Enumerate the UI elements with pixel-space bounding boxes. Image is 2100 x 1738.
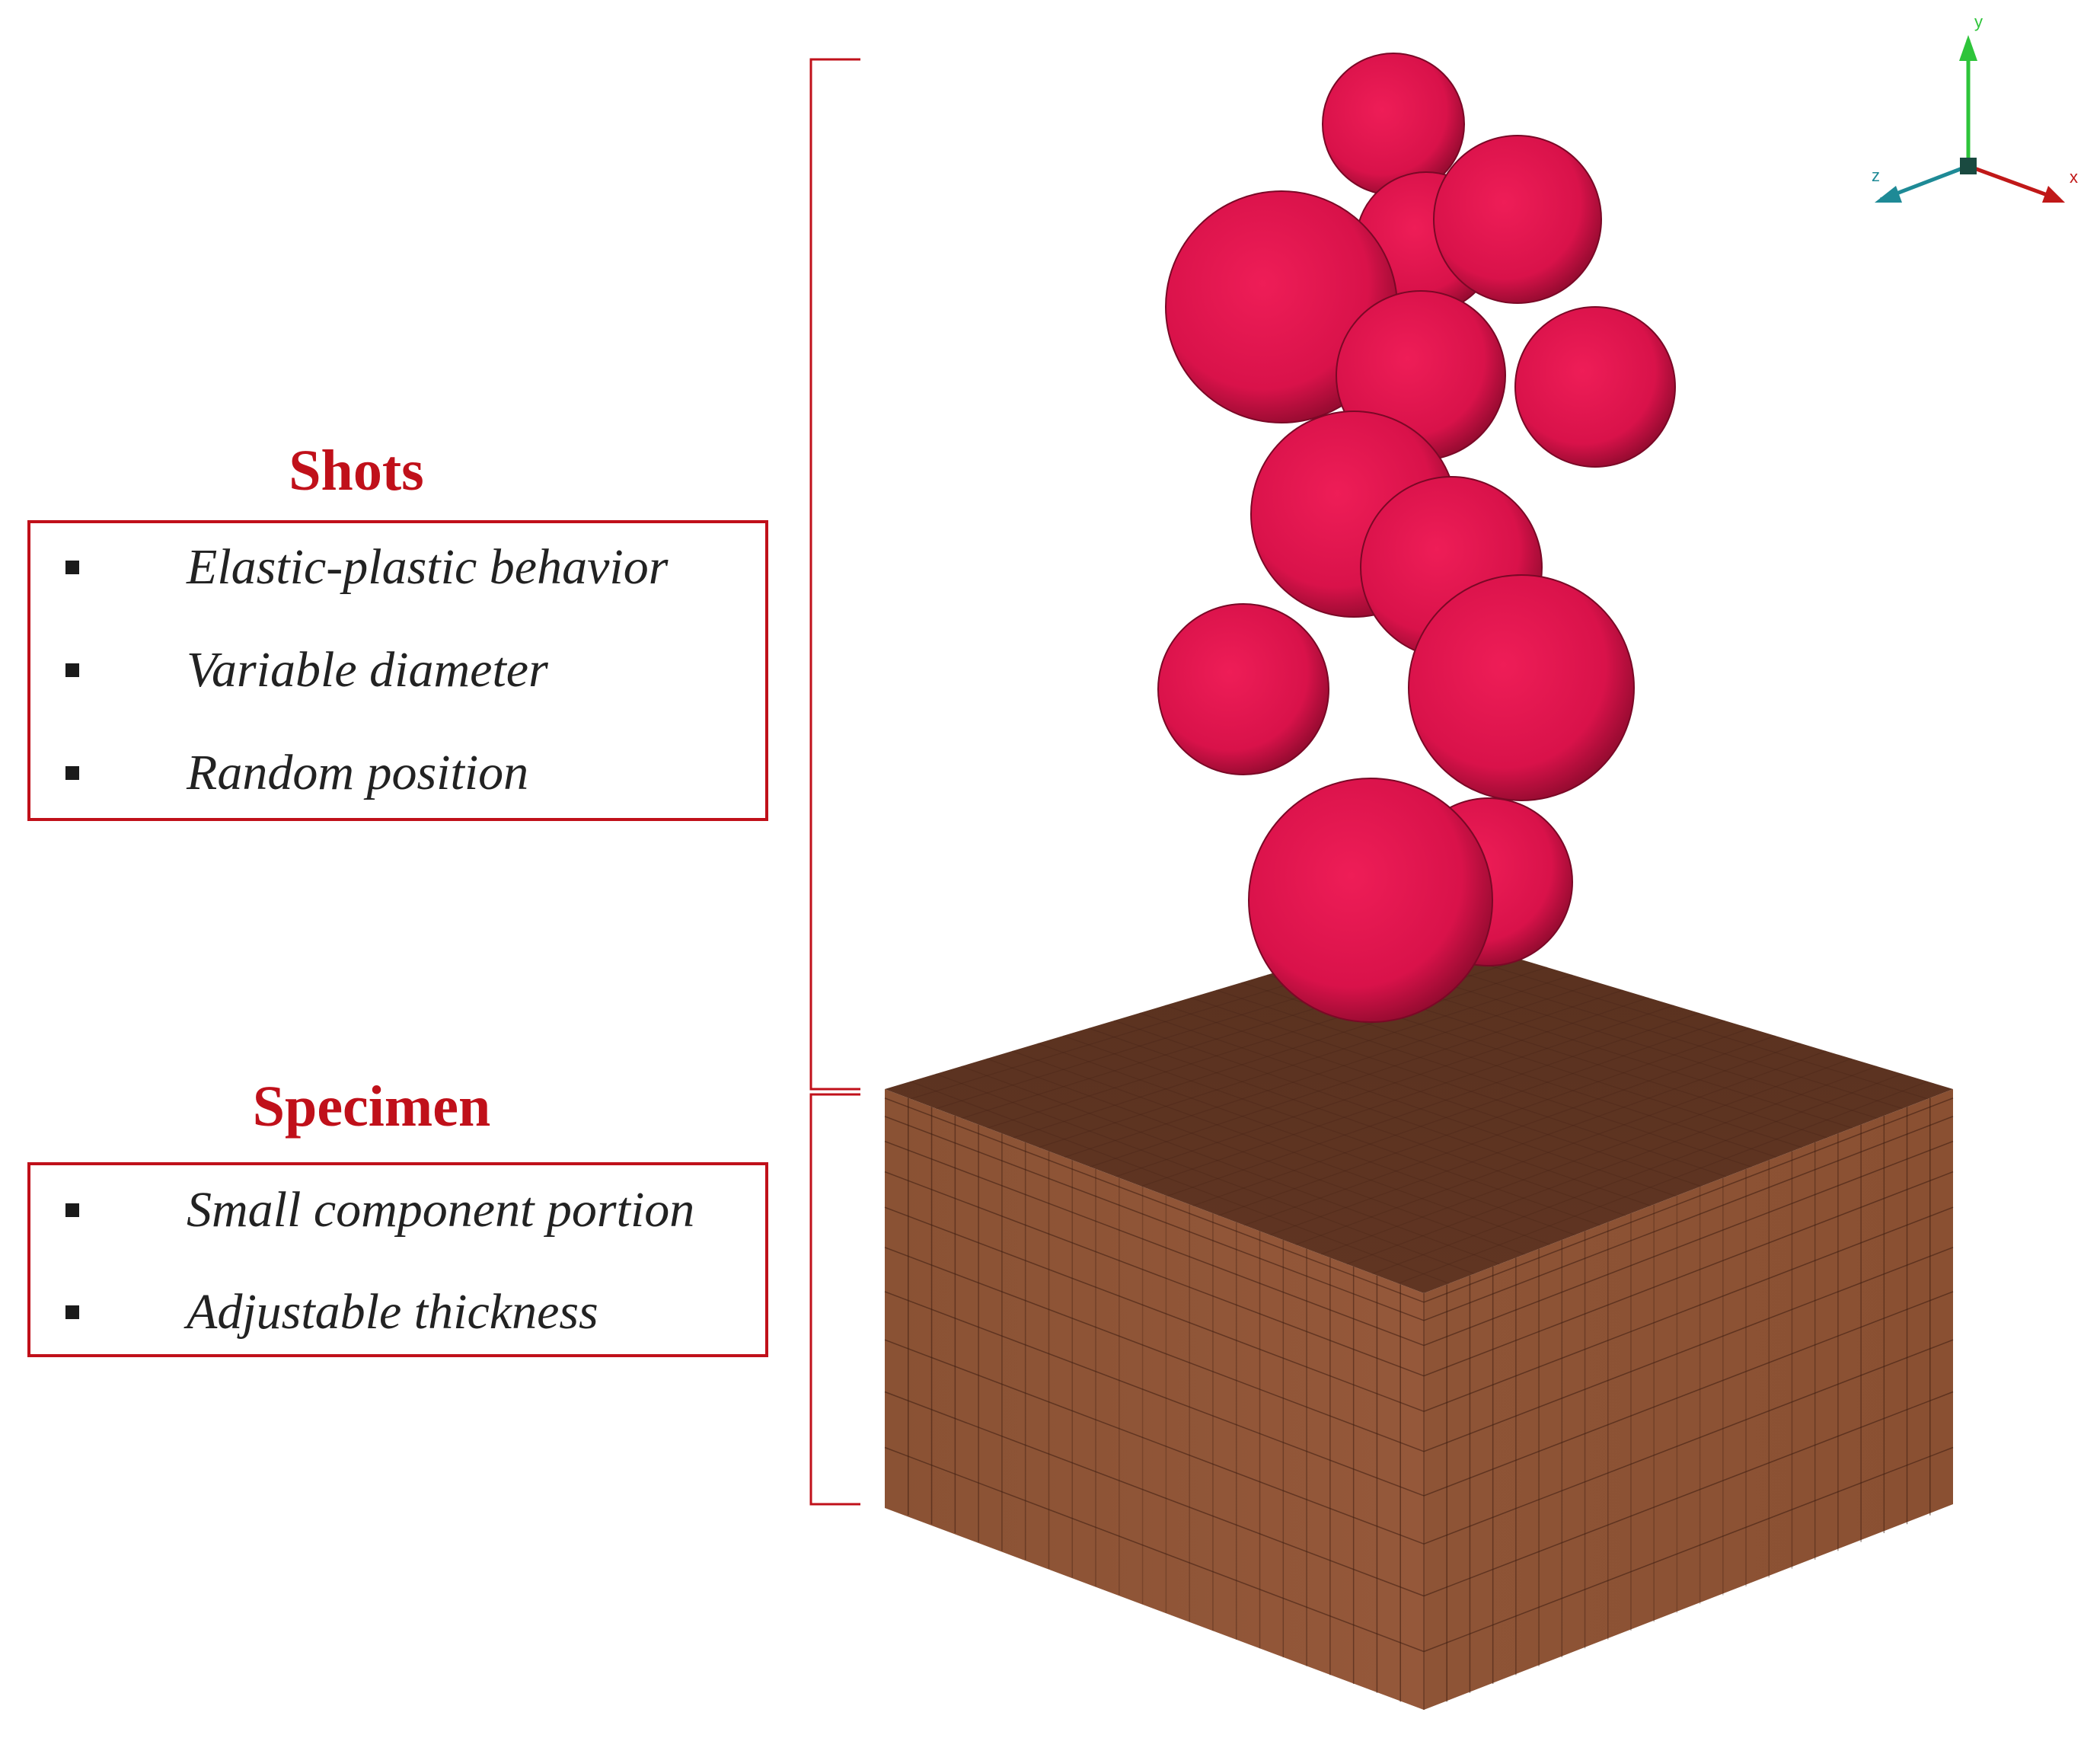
specimen-item-text: Small component portion [187, 1182, 695, 1238]
mesh-line [884, 1446, 1425, 1653]
mesh-line [1090, 989, 1623, 1168]
specimen-properties-panel: Small component portion Adjustable thick… [27, 1162, 768, 1357]
bracket-line [809, 1093, 860, 1506]
specimen-block [884, 929, 1954, 1710]
mesh-line [884, 1247, 1425, 1452]
bullet-square-icon [65, 766, 79, 780]
mesh-line [1295, 1050, 1827, 1245]
mesh-line [884, 1140, 1425, 1347]
mesh-line [1216, 989, 1752, 1168]
mesh-line [884, 1339, 1425, 1545]
axis-origin [1960, 158, 1977, 174]
shot-sphere [1157, 603, 1329, 775]
mesh-line [1423, 1140, 1954, 1347]
mesh-line [884, 1291, 1425, 1497]
mesh-line [1423, 1097, 1954, 1303]
axis-z-label: z [1872, 166, 1880, 185]
specimen-mesh [884, 936, 1954, 1710]
mesh-line [1088, 1027, 1626, 1216]
mesh-line [1423, 1339, 1954, 1545]
shots-item-text: Variable diameter [187, 642, 548, 698]
mesh-line [1165, 1005, 1702, 1187]
mesh-line [961, 1065, 1500, 1265]
mesh-line [1012, 1050, 1550, 1245]
axis-x-arrow [2042, 186, 2065, 203]
bracket-line [809, 58, 860, 1091]
shots-heading: Shots [289, 439, 424, 503]
mesh-line [935, 1073, 1475, 1275]
axis-y-label: y [1974, 12, 1983, 31]
shot-sphere [1514, 306, 1676, 468]
bullet-square-icon [65, 1305, 79, 1319]
list-item: Elastic-plastic behavior [30, 526, 765, 609]
mesh-line [1115, 997, 1649, 1177]
mesh-line [1269, 1043, 1802, 1235]
mesh-line [1243, 1035, 1776, 1226]
mesh-line [1192, 1020, 1725, 1206]
list-item: Adjustable thickness [30, 1270, 765, 1354]
mesh-line [910, 1081, 1450, 1284]
mesh-line [1139, 1012, 1677, 1196]
specimen-heading: Specimen [252, 1075, 491, 1139]
specimen-item-text: Adjustable thickness [187, 1284, 598, 1340]
mesh-line [1423, 1391, 1954, 1597]
mesh-line [1423, 1446, 1954, 1653]
mesh-line [884, 1097, 1425, 1303]
mesh-line [884, 1171, 1425, 1377]
mesh-line [1423, 1116, 1954, 1321]
mesh-line [1423, 1291, 1954, 1497]
mesh-line [884, 1116, 1425, 1321]
bullet-square-icon [65, 663, 79, 677]
mesh-line [1320, 1058, 1852, 1255]
mesh-line [986, 1058, 1525, 1255]
bullet-square-icon [65, 561, 79, 574]
specimen-left-face [885, 1089, 1424, 1710]
mesh-line [1013, 966, 1547, 1139]
axis-x-line [1968, 164, 2060, 202]
mesh-line [1423, 1247, 1954, 1452]
mesh-line [1346, 1065, 1878, 1265]
mesh-line [1190, 997, 1727, 1177]
shots-item-text: Random position [187, 745, 529, 800]
mesh-line [1423, 1206, 1954, 1412]
mesh-line [1037, 1043, 1575, 1235]
list-item: Random position [30, 731, 765, 815]
mesh-line [1063, 1035, 1601, 1226]
axis-x-label: x [2070, 168, 2078, 187]
bullet-square-icon [65, 1203, 79, 1217]
mesh-line [884, 1391, 1425, 1597]
axis-z-arrow [1875, 186, 1902, 203]
shots-properties-panel: Elastic-plastic behavior Variable diamet… [27, 520, 768, 821]
axis-y-arrow [1959, 35, 1977, 61]
mesh-line [1423, 1171, 1954, 1377]
shots-group [1157, 53, 1676, 1023]
specimen-right-face [1424, 1089, 1953, 1710]
list-item: Small component portion [30, 1168, 765, 1252]
axis-triad: y z x [1872, 12, 2078, 203]
list-item: Variable diameter [30, 628, 765, 712]
grouping-bracket [809, 58, 860, 1506]
mesh-line [1114, 1020, 1652, 1206]
mesh-line [1372, 1073, 1903, 1275]
mesh-line [1218, 1027, 1751, 1216]
shot-sphere [1433, 135, 1602, 304]
shot-sphere [1408, 574, 1635, 801]
mesh-line [1064, 982, 1598, 1158]
mesh-line [1141, 1005, 1674, 1187]
mesh-line [884, 1206, 1425, 1412]
mesh-line [1166, 1012, 1699, 1196]
mesh-line [1398, 1081, 1928, 1284]
mesh-line [1039, 974, 1573, 1149]
shot-sphere [1248, 778, 1493, 1023]
shots-item-text: Elastic-plastic behavior [187, 539, 669, 595]
specimen-top-face [885, 929, 1953, 1293]
